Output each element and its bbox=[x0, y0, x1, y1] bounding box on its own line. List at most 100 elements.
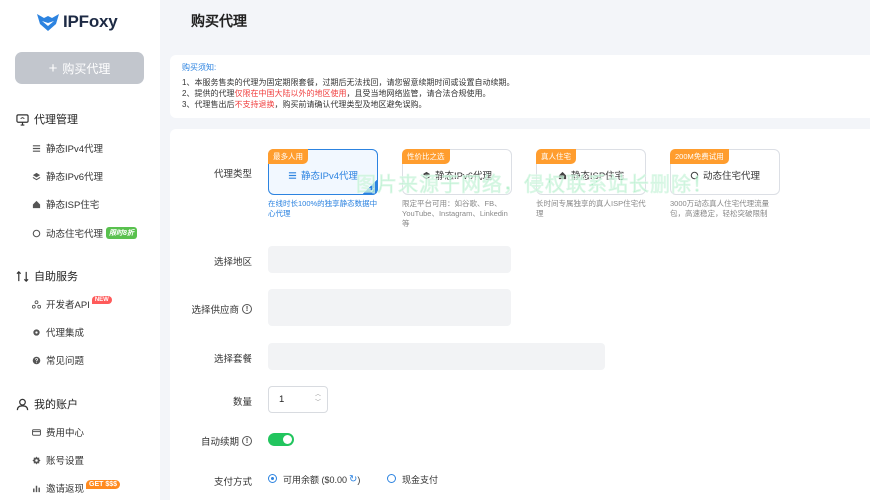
payment-radio-balance[interactable] bbox=[268, 474, 277, 483]
supplier-label-text: 选择供应商 bbox=[191, 305, 239, 316]
sidebar-item-dynamic-residential[interactable]: 动态住宅代理 限时8折 bbox=[32, 226, 137, 240]
refresh-icon bbox=[32, 229, 41, 237]
card-icon bbox=[32, 428, 41, 436]
sidebar-item-label: 代理集成 bbox=[46, 328, 85, 339]
notice-text: ，且受当地网络监管，请合法合规使用。 bbox=[346, 89, 491, 98]
type-name-text: 动态住宅代理 bbox=[702, 171, 760, 182]
logo[interactable]: IPFoxy bbox=[36, 12, 118, 32]
chevron-down-icon[interactable]: ﹀ bbox=[314, 400, 321, 406]
auto-renew-label-text: 自动续期 bbox=[200, 437, 239, 448]
payment-option-balance[interactable]: 可用余额 ($0.00 ↻ ) bbox=[283, 473, 360, 486]
type-desc: 长时间专属独享的真人ISP住宅代理 bbox=[536, 199, 646, 218]
notice-line-1: 1、本服务售卖的代理为固定期限套餐，过期后无法找回，请您留意续期时间或设置自动续… bbox=[182, 78, 515, 87]
purchase-notice: 购买须知: 1、本服务售卖的代理为固定期限套餐，过期后无法找回，请您留意续期时间… bbox=[170, 55, 870, 118]
layers-icon bbox=[32, 172, 41, 180]
proxy-type-card-ipv4[interactable]: 最多人用 静态IPv4代理 ✓ bbox=[268, 149, 378, 195]
proxy-type-card-isp[interactable]: 真人住宅 静态ISP住宅 bbox=[536, 149, 646, 195]
notice-text: ，购买前请确认代理类型及地区避免误购。 bbox=[274, 100, 427, 109]
layers-icon bbox=[422, 171, 431, 179]
sidebar-item-label: 静态IPv4代理 bbox=[46, 144, 104, 155]
type-name-text: 静态IPv6代理 bbox=[434, 171, 492, 182]
sidebar-item-referral[interactable]: 邀请返现 GET $$$ bbox=[32, 479, 121, 495]
sidebar-item-billing[interactable]: 费用中心 bbox=[32, 425, 84, 439]
payment-option-suffix: ) bbox=[357, 474, 361, 485]
home-icon bbox=[558, 171, 566, 179]
sidebar-item-account-settings[interactable]: 账号设置 bbox=[32, 453, 84, 467]
watermark-text: 图片来源于网络，侵权联系站长删除！ bbox=[356, 174, 713, 197]
question-icon bbox=[32, 356, 41, 364]
nav-section-proxy-management[interactable]: 代理管理 bbox=[16, 111, 78, 127]
sidebar-item-static-ipv6[interactable]: 静态IPv6代理 bbox=[32, 169, 103, 183]
type-name-text: 静态ISP住宅 bbox=[570, 171, 625, 182]
payment-label: 支付方式 bbox=[213, 477, 252, 488]
stepper-arrows[interactable]: ︿ ﹀ bbox=[315, 391, 321, 407]
auto-renew-toggle[interactable] bbox=[268, 433, 294, 446]
refresh-icon bbox=[690, 171, 699, 179]
payment-option-cash[interactable]: 现金支付 bbox=[402, 475, 439, 485]
gear-icon bbox=[33, 328, 40, 336]
sidebar-item-static-ipv4[interactable]: 静态IPv4代理 bbox=[32, 141, 103, 155]
supplier-select[interactable] bbox=[268, 289, 511, 326]
sidebar-item-developer-api[interactable]: 开发者API NEW bbox=[32, 296, 112, 311]
swap-icon bbox=[16, 270, 29, 282]
nav-section-label: 代理管理 bbox=[34, 114, 78, 126]
proxy-type-card-dynamic[interactable]: 200M免费试用 动态住宅代理 bbox=[670, 149, 780, 195]
fox-logo-icon bbox=[37, 14, 59, 31]
nav-section-label: 自助服务 bbox=[34, 271, 78, 283]
nav-section-my-account[interactable]: 我的账户 bbox=[16, 396, 78, 412]
sidebar-item-label: 常见问题 bbox=[46, 356, 85, 367]
type-name: 静态ISP住宅 bbox=[537, 168, 645, 182]
type-desc: 限定平台可用：如谷歌、FB、YouTube、Instagram、Linkedin… bbox=[402, 199, 508, 228]
type-name: 静态IPv6代理 bbox=[403, 168, 511, 182]
notice-line-3: 3、代理售出后不支持退换，购买前请确认代理类型及地区避免误购。 bbox=[182, 99, 858, 110]
notice-line-2: 2、提供的代理仅限在中国大陆以外的地区使用，且受当地网络监管，请合法合规使用。 bbox=[182, 88, 858, 99]
sidebar-item-label: 静态IPv6代理 bbox=[46, 172, 104, 183]
notice-text: 3、代理售出后 bbox=[182, 100, 235, 109]
type-tag: 性价比之选 bbox=[402, 149, 450, 164]
refresh-icon[interactable]: ↻ bbox=[349, 474, 358, 485]
plus-icon: + bbox=[48, 59, 58, 77]
list-icon bbox=[288, 171, 297, 179]
toggle-knob bbox=[283, 435, 292, 444]
nav-section-self-service[interactable]: 自助服务 bbox=[16, 268, 78, 284]
region-select[interactable] bbox=[268, 246, 511, 273]
package-label: 选择套餐 bbox=[213, 354, 252, 365]
sidebar-item-label: 动态住宅代理 bbox=[46, 229, 104, 240]
buy-proxy-button[interactable]: + 购买代理 bbox=[15, 52, 144, 84]
sidebar-item-label: 静态ISP住宅 bbox=[46, 200, 100, 211]
sidebar-item-label: 费用中心 bbox=[46, 428, 85, 439]
notice-highlight: 仅限在中国大陆以外的地区使用 bbox=[234, 89, 347, 98]
list-icon bbox=[32, 144, 41, 152]
type-tag: 最多人用 bbox=[268, 149, 308, 164]
chevron-up-icon[interactable]: ︿ bbox=[314, 392, 321, 398]
quantity-stepper[interactable]: 1 ︿ ﹀ bbox=[268, 386, 328, 413]
share-icon bbox=[33, 485, 40, 492]
page-title: 购买代理 bbox=[191, 13, 247, 29]
auto-renew-label: 自动续期 ! bbox=[190, 434, 252, 448]
quantity-value: 1 bbox=[279, 394, 285, 405]
notice-text: 2、提供的代理 bbox=[182, 89, 235, 98]
home-icon bbox=[32, 200, 41, 208]
user-icon bbox=[16, 398, 29, 410]
sidebar-item-label: 开发者API bbox=[46, 300, 90, 311]
sidebar: IPFoxy + 购买代理 代理管理 静态IPv4代理 静态IPv6代理 静态I… bbox=[0, 0, 160, 500]
info-icon[interactable]: ! bbox=[242, 436, 252, 446]
payment-radio-cash[interactable] bbox=[387, 474, 396, 483]
discount-badge: 限时8折 bbox=[106, 227, 137, 239]
sidebar-item-label: 账号设置 bbox=[46, 456, 85, 467]
payment-option-label: 可用余额 ($0.00 bbox=[283, 475, 348, 485]
selected-check-icon: ✓ bbox=[362, 179, 378, 195]
supplier-label: 选择供应商 ! bbox=[180, 302, 252, 316]
type-name: 动态住宅代理 bbox=[671, 168, 779, 182]
type-desc: 在线时长100%的独享静态数据中心代理 bbox=[268, 199, 378, 218]
sidebar-item-faq[interactable]: 常见问题 bbox=[32, 353, 84, 367]
sidebar-item-static-isp[interactable]: 静态ISP住宅 bbox=[32, 197, 99, 211]
sidebar-item-proxy-integration[interactable]: 代理集成 bbox=[32, 325, 84, 339]
type-tag: 真人住宅 bbox=[536, 149, 576, 164]
cashback-badge: GET $$$ bbox=[86, 479, 121, 489]
proxy-type-card-ipv6[interactable]: 性价比之选 静态IPv6代理 bbox=[402, 149, 512, 195]
sidebar-item-label: 邀请返现 bbox=[46, 484, 85, 495]
package-select[interactable] bbox=[268, 343, 605, 370]
info-icon[interactable]: ! bbox=[242, 304, 252, 314]
quantity-label: 数量 bbox=[232, 397, 252, 408]
